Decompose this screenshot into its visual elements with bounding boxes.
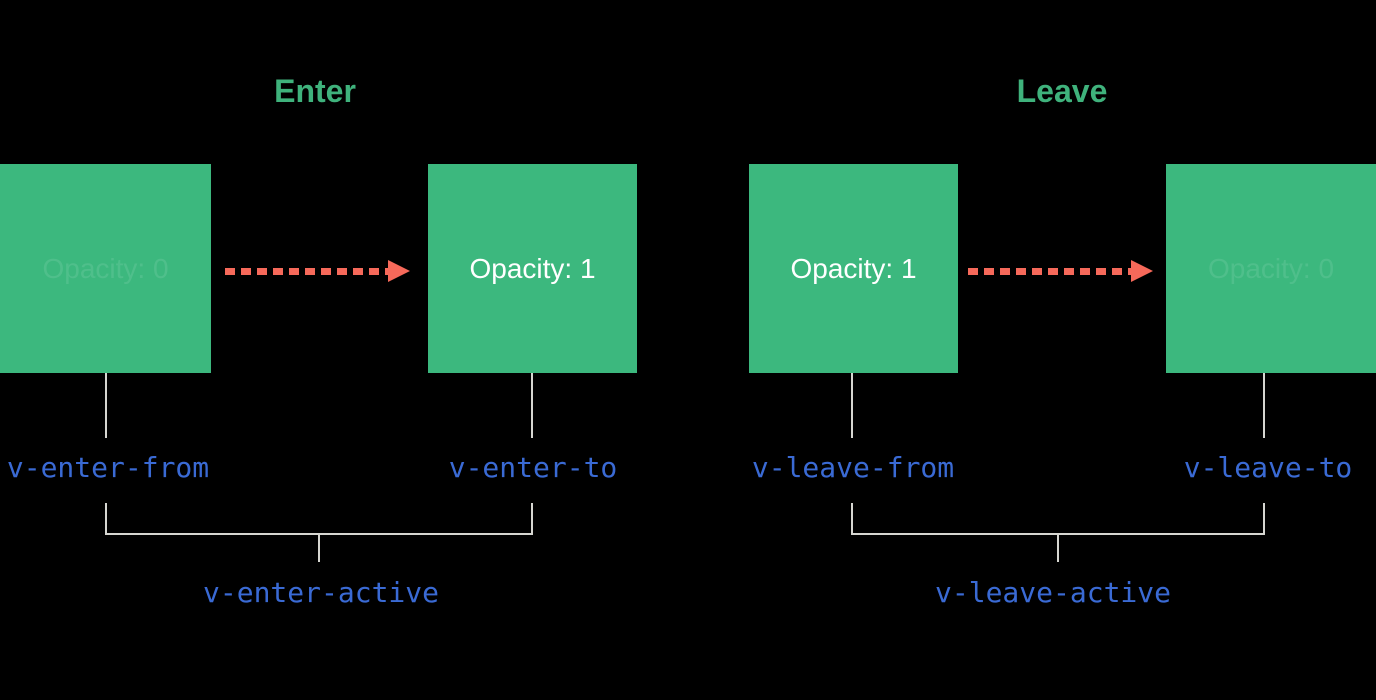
leave-from-connector-line [851, 373, 853, 438]
enter-from-class-label: v-enter-from [6, 451, 210, 484]
leave-from-class-label: v-leave-from [751, 451, 955, 484]
enter-to-class-label: v-enter-to [448, 451, 618, 484]
enter-to-box: Opacity: 1 [428, 164, 637, 373]
enter-to-connector-line [531, 373, 533, 438]
enter-arrow-dashes [225, 268, 388, 275]
enter-to-box-label: Opacity: 1 [469, 252, 596, 284]
enter-from-box-label: Opacity: 0 [42, 252, 169, 284]
leave-arrow-head-icon [1131, 260, 1153, 282]
leave-to-class-label: v-leave-to [1183, 451, 1353, 484]
enter-active-bracket-stem [318, 535, 320, 562]
leave-from-box-label: Opacity: 1 [790, 252, 917, 284]
leave-section-title: Leave [1016, 73, 1108, 109]
enter-section-title: Enter [274, 73, 356, 109]
enter-active-bracket [105, 503, 533, 535]
leave-to-box-label: Opacity: 0 [1207, 252, 1335, 284]
leave-active-bracket-stem [1057, 535, 1059, 562]
leave-active-bracket [851, 503, 1265, 535]
enter-from-connector-line [105, 373, 107, 438]
leave-to-connector-line [1263, 373, 1265, 438]
leave-from-box: Opacity: 1 [749, 164, 958, 373]
enter-from-box: Opacity: 0 [0, 164, 211, 373]
leave-to-box: Opacity: 0 [1166, 164, 1376, 373]
enter-arrow-head-icon [388, 260, 410, 282]
leave-arrow-dashes [968, 268, 1131, 275]
enter-active-class-label: v-enter-active [202, 576, 440, 609]
leave-active-class-label: v-leave-active [934, 576, 1172, 609]
